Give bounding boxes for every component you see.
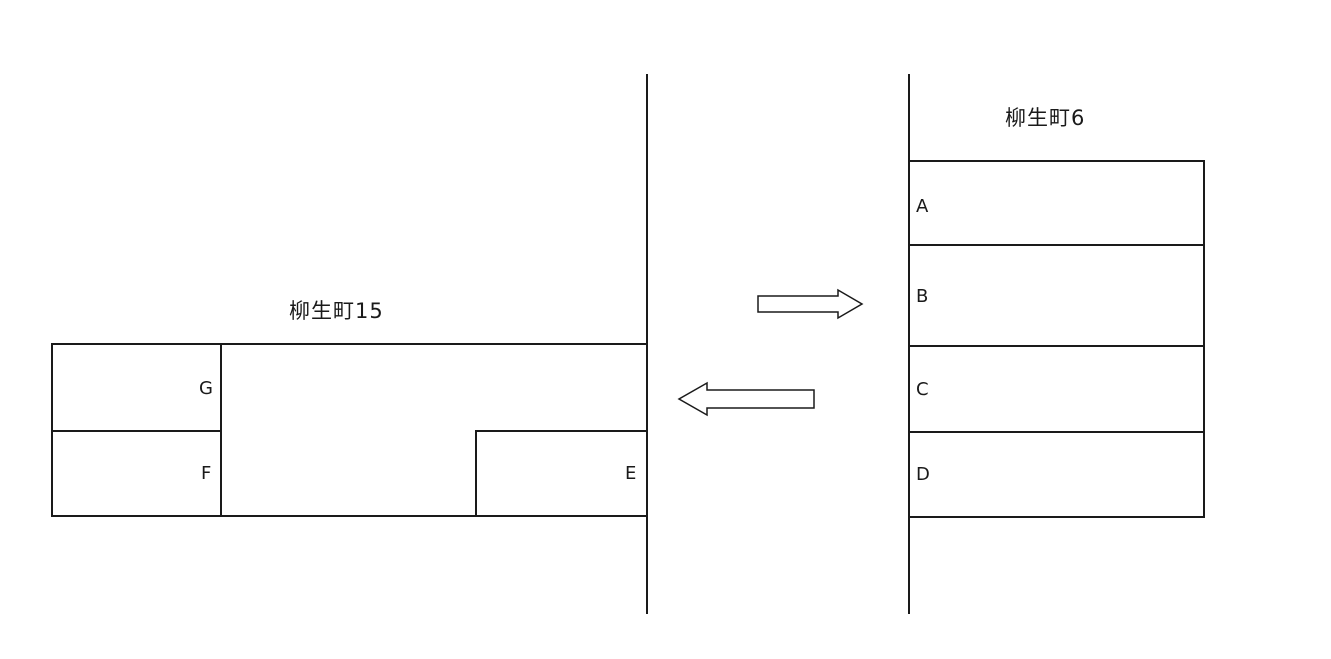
plot-label-b: B: [916, 286, 929, 307]
arrow-right-icon: [757, 288, 864, 320]
right-block-outline: [908, 160, 1205, 518]
arrow-left-icon: [677, 381, 815, 417]
plot-label-d: D: [916, 464, 930, 485]
plot-label-g: G: [199, 378, 213, 399]
left-block-outline: [51, 343, 648, 517]
plot-label-e: E: [625, 463, 637, 484]
plot-label-c: C: [916, 379, 929, 400]
right-area-title: 柳生町6: [1005, 106, 1086, 130]
plot-label-f: F: [201, 463, 212, 484]
left-area-title: 柳生町15: [289, 299, 384, 323]
plot-label-a: A: [916, 196, 929, 217]
